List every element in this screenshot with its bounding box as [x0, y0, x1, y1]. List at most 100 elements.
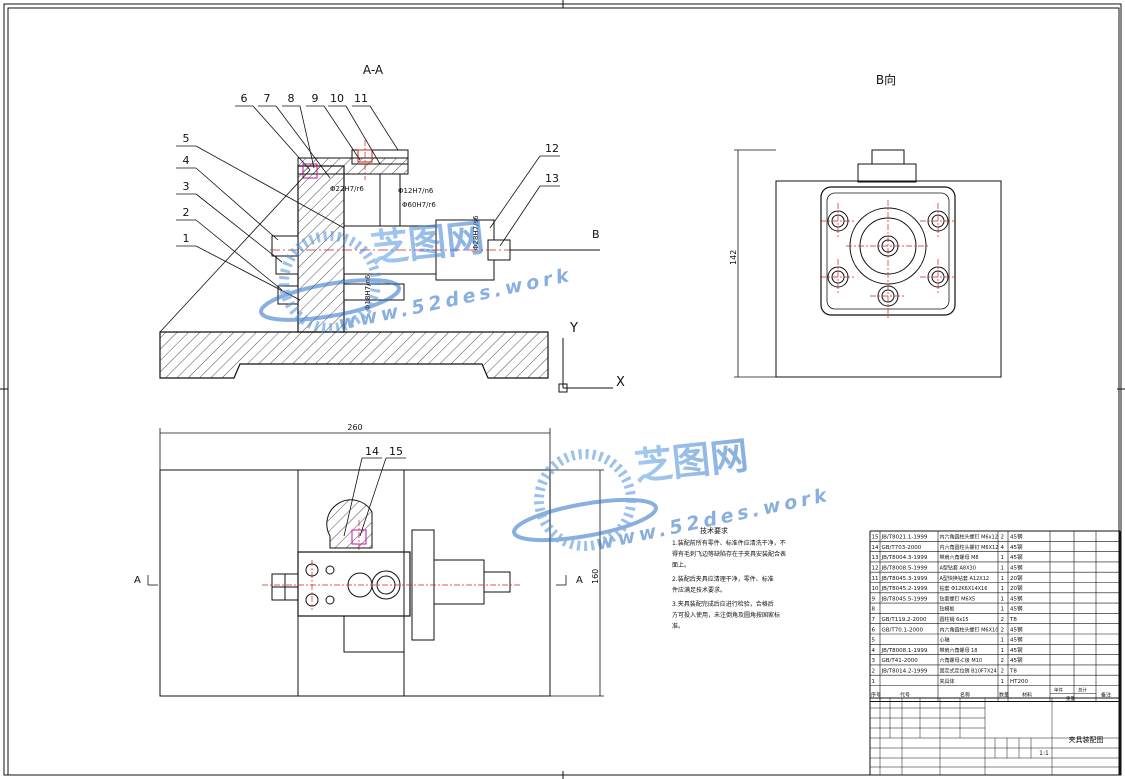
- dim-height-plan: 160: [591, 569, 600, 584]
- bom-row-number: 7: [872, 617, 876, 623]
- bom-row-qty: 2: [1001, 617, 1005, 623]
- balloon-label: 2: [183, 206, 190, 219]
- section-arrow-b: B: [592, 228, 600, 241]
- bom-row-code: JB/T8045.5-1999: [881, 596, 928, 602]
- bom-row-qty: 1: [1001, 586, 1005, 592]
- tech-req-line: 面上。: [672, 561, 690, 569]
- bom-row-code: GB/T41-2000: [882, 658, 919, 664]
- ucs-axis-icon: [558, 338, 613, 393]
- bom-row-code: JB/T8045.2-1999: [881, 586, 928, 592]
- view-b-label: B向: [876, 72, 896, 87]
- bom-row-material: 45钢: [1010, 533, 1023, 541]
- bom-row-code: JB/T8045.3-1999: [881, 576, 928, 582]
- bom-row-qty: 1: [1001, 596, 1005, 602]
- bom-row-name: 带肩六角螺母 18: [940, 647, 978, 654]
- bom-row-material: T8: [1009, 617, 1017, 623]
- bom-row-name: 钻套 Φ12K6X14X16: [940, 585, 988, 592]
- section-view-a-a: A-A B Φ22H7/r6 Φ12H7/n6 Φ60H7/r6 Φ28H7/s…: [159, 63, 600, 379]
- bom-row-number: 8: [872, 607, 876, 613]
- bom-row-name: 夹具体: [940, 678, 955, 685]
- bom-row-material: 45钢: [1010, 656, 1023, 664]
- balloon-label: 12: [545, 142, 559, 155]
- bom-row-qty: 2: [1001, 669, 1005, 675]
- dim-width: 260: [347, 423, 362, 432]
- title-block: 夹具装配图 1:1: [869, 697, 1121, 776]
- bom-row-number: 15: [872, 535, 879, 541]
- bom-header-code: 代号: [900, 692, 910, 699]
- bom-row-material: 45钢: [1010, 646, 1023, 654]
- bom-row-name: 内六角圆柱头螺钉 M6X10: [940, 626, 999, 633]
- bom-row-code: JB/T8021.1-1999: [881, 535, 928, 541]
- tech-req-line: 3.夹具装配完成后应进行检验，合格后: [672, 600, 774, 608]
- tech-req-line: 2.装配后夹具应清理干净，零件、标准: [672, 575, 774, 583]
- bom-row-name: 钻模板: [940, 606, 955, 613]
- balloon-label: 4: [183, 154, 190, 167]
- axis-x-label: X: [616, 375, 625, 390]
- tech-req-line: 方可投入使用，未注倒角及圆角按国家标: [672, 611, 780, 619]
- bom-header-number: 序号: [871, 692, 881, 699]
- bom-row-code: GB/T119.2-2000: [882, 617, 927, 623]
- bom-row-qty: 2: [1001, 535, 1005, 541]
- bom-header-total-weight: 总计: [1078, 687, 1087, 694]
- bom-row-number: 1: [872, 679, 876, 685]
- bom-row-material: 20钢: [1010, 574, 1023, 582]
- bom-row-material: T8: [1009, 669, 1017, 675]
- bom-row-number: 9: [872, 596, 876, 602]
- balloon-label: 10: [330, 92, 344, 105]
- bom-row-qty: 1: [1001, 638, 1005, 644]
- bom-row-material: 45钢: [1010, 564, 1023, 572]
- bom-row-name: 固定式定位销 B10F7X24: [940, 668, 997, 675]
- section-arrow-a: A: [576, 575, 583, 586]
- fit-label: Φ22H7/r6: [330, 185, 364, 193]
- bom-row-code: JB/T8004.3-1999: [881, 555, 928, 561]
- bom-row-number: 3: [872, 658, 876, 664]
- bom-row-name: 钻套螺钉 M6X5: [940, 595, 976, 602]
- bom-header-material: 材料: [1022, 692, 1032, 699]
- fit-label: Φ60H7/r6: [402, 201, 436, 209]
- bom-row-name: 内六角圆柱头螺钉 M6X12: [940, 544, 999, 551]
- balloon-label: 11: [354, 92, 368, 105]
- bom-row-name: A型钻套 A8X30: [940, 565, 976, 572]
- bom-row-number: 14: [872, 545, 879, 551]
- bom-row-qty: 1: [1001, 648, 1005, 654]
- bom-row-material: 45钢: [1010, 594, 1023, 602]
- watermark-brand: 芝图网: [632, 433, 750, 489]
- section-arrow-a: A: [134, 575, 141, 586]
- bom-row-code: JB/T8008.1-1999: [881, 648, 928, 654]
- bom-row-qty: 1: [1001, 566, 1005, 572]
- bom-row-name: 圆柱销 6x15: [940, 616, 969, 623]
- bom-row-number: 13: [872, 555, 879, 561]
- axis-y-label: Y: [569, 321, 578, 336]
- bom-row-name: 六角螺母-C级 M10: [940, 657, 983, 664]
- balloon-label: 3: [183, 180, 190, 193]
- fit-label: Φ12H7/n6: [398, 187, 434, 195]
- bom-row-qty: 1: [1001, 576, 1005, 582]
- drawing-name: 夹具装配图: [1069, 735, 1104, 744]
- bom-row-qty: 1: [1001, 679, 1005, 685]
- fixture-body-section: [159, 331, 549, 379]
- fit-label: Φ18H7/n6: [364, 274, 372, 310]
- bom-row-material: 45钢: [1010, 625, 1023, 633]
- bom-row-material: HT200: [1010, 679, 1028, 685]
- section-label: A-A: [363, 63, 384, 77]
- bom-header-qty: 数量: [999, 692, 1009, 699]
- technical-requirements: 技术要求 1.装配前所有零件、标准件应清洗干净，不 得有毛刺飞边等缺陷存在于夹具…: [672, 526, 786, 630]
- bom-header-remark: 备注: [1101, 692, 1111, 699]
- watermark-logo: 芝图网 www.52des.work: [512, 433, 833, 555]
- balloon-label: 1: [183, 232, 190, 245]
- bom-row-number: 12: [872, 566, 879, 572]
- bom-row-code: JB/T8014.2-1999: [881, 669, 928, 675]
- tech-req-line: 1.装配前所有零件、标准件应清洗干净，不: [672, 539, 786, 547]
- bom-row-number: 5: [872, 638, 876, 644]
- bom-row-qty: 1: [1001, 555, 1005, 561]
- balloon-label: 14: [365, 445, 379, 458]
- bom-row-number: 4: [872, 648, 876, 654]
- tech-req-line: 件应满足技术要求。: [672, 586, 726, 594]
- bom-row-name: 心轴: [940, 637, 950, 644]
- bom-row-material: 45钢: [1010, 636, 1023, 644]
- bom-row-material: 45钢: [1010, 553, 1023, 561]
- bom-row-material: 20钢: [1010, 584, 1023, 592]
- tech-req-title: 技术要求: [700, 526, 728, 535]
